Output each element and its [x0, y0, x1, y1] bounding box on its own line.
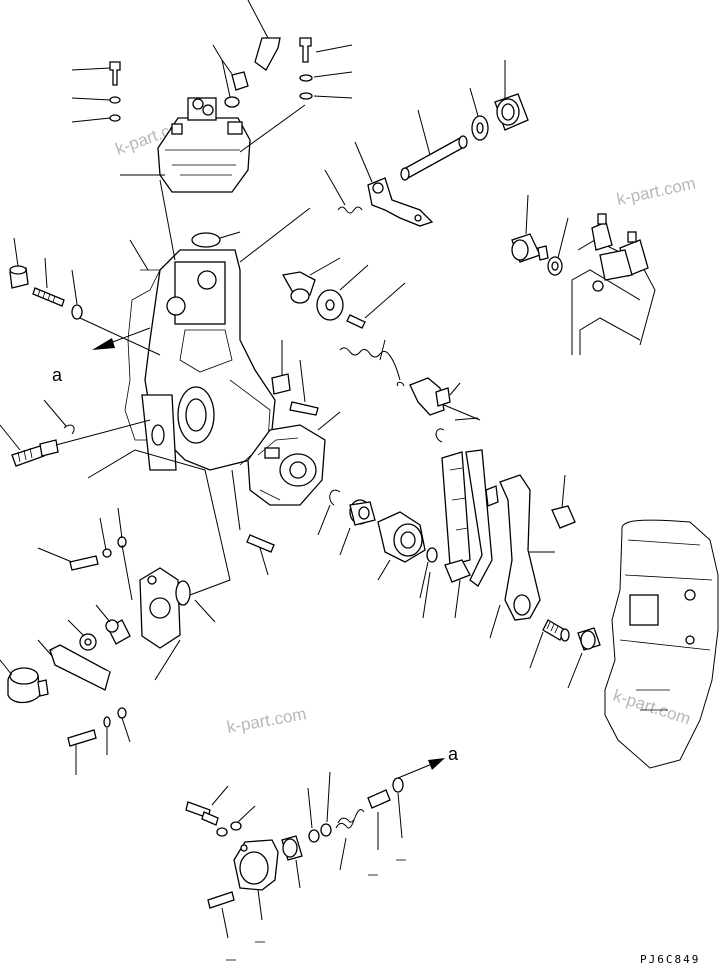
small-washer	[419, 547, 438, 599]
spring-small	[324, 169, 363, 214]
lever-assembly	[441, 449, 499, 619]
plug-center	[281, 257, 341, 304]
cover-cap	[233, 839, 279, 921]
bolts-lower	[185, 785, 256, 939]
cover-plate-assembly	[87, 449, 231, 681]
plug	[9, 237, 29, 289]
washers-pair	[307, 771, 332, 843]
seal-ring	[469, 87, 489, 141]
bolt-bottom-left	[67, 707, 131, 775]
governor-weight-assembly	[247, 411, 341, 506]
clip-ring	[435, 417, 479, 443]
view-label-a: a	[52, 365, 63, 385]
figure-code: PJ6C849	[640, 953, 700, 966]
small-bolt-center	[346, 282, 406, 329]
clip-and-bolt-left	[0, 399, 151, 467]
view-arrow-a-bottom: a	[397, 744, 459, 779]
leader-line	[422, 571, 431, 619]
washer-center	[316, 264, 369, 321]
small-bolts-stack	[37, 507, 133, 601]
bolt-center	[231, 469, 275, 576]
nut-right	[567, 627, 601, 689]
watermark: k-part.com	[611, 686, 693, 729]
spring	[339, 339, 401, 381]
bushing	[494, 60, 529, 131]
cover-bolt-right	[239, 37, 353, 153]
cover-bolt-left	[71, 61, 121, 123]
governor-housing	[124, 179, 311, 471]
inset-pump-detail	[571, 213, 656, 355]
clamp-piece	[551, 474, 576, 529]
lever-arm	[354, 141, 434, 227]
cover-bolt-top	[212, 0, 281, 108]
shaft	[400, 109, 468, 181]
plug-right	[511, 194, 549, 263]
link-arm	[499, 474, 555, 621]
watermark: k-part.com	[615, 174, 697, 209]
view-arrow-a-left: a	[52, 327, 151, 385]
watermark: k-part.com	[225, 704, 307, 737]
washer-right	[547, 217, 569, 276]
spring-plunger	[335, 789, 391, 871]
plug-bottom-left	[0, 659, 49, 704]
piston	[281, 835, 303, 889]
view-label-a: a	[448, 744, 459, 764]
leader-line	[489, 604, 501, 639]
stop-bracket	[271, 340, 319, 416]
gasket-plate	[37, 639, 112, 691]
o-ring	[191, 232, 221, 248]
snap-ring	[317, 489, 341, 536]
stud-bolt	[32, 257, 83, 320]
bearing-sleeve	[339, 499, 376, 556]
o-ring-small	[392, 777, 404, 839]
link-bracket	[396, 377, 481, 421]
pin-and-washer	[67, 604, 131, 651]
governor-cover-assembly	[120, 97, 251, 193]
stud-right	[529, 619, 570, 669]
sleeve-large	[377, 511, 426, 581]
injection-pump-body	[604, 519, 719, 769]
